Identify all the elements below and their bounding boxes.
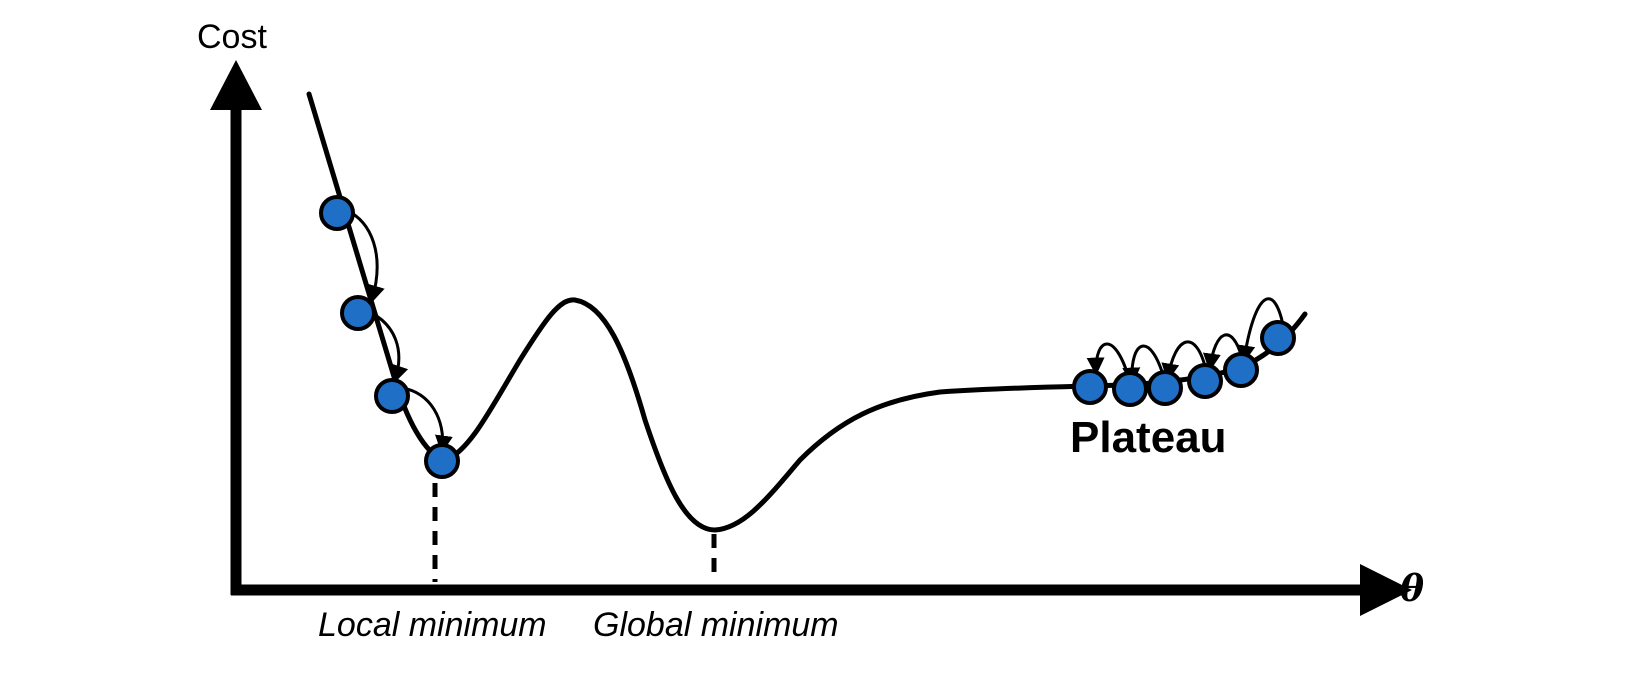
plateau-step-arrows xyxy=(1086,297,1286,386)
descent-point xyxy=(424,443,460,479)
y-axis xyxy=(210,60,262,595)
plateau-point xyxy=(1147,370,1183,406)
step-arrow xyxy=(1202,333,1244,372)
global-minimum-label: Global minimum xyxy=(593,606,839,644)
local-minimum-label: Local minimum xyxy=(318,606,547,644)
descent-point xyxy=(319,195,355,231)
plateau-point xyxy=(1072,369,1108,405)
step-arrow xyxy=(1237,297,1286,364)
plateau-point xyxy=(1112,371,1148,407)
step-arrow xyxy=(1086,342,1132,383)
step-arrow xyxy=(401,386,453,454)
x-axis xyxy=(231,564,1412,616)
step-arrow xyxy=(369,310,409,384)
plateau-label: Plateau xyxy=(1070,413,1227,462)
plateau-points xyxy=(1072,320,1296,407)
plateau-point xyxy=(1223,352,1259,388)
step-arrow xyxy=(1161,340,1208,382)
plateau-point xyxy=(1260,320,1296,356)
descent-point xyxy=(340,295,376,331)
y-axis-label: Cost xyxy=(197,18,267,56)
descent-points xyxy=(319,195,460,479)
descent-point xyxy=(374,378,410,414)
x-axis-label: θ xyxy=(1400,568,1424,610)
step-arrow xyxy=(1122,344,1166,386)
plateau-point xyxy=(1187,363,1223,399)
